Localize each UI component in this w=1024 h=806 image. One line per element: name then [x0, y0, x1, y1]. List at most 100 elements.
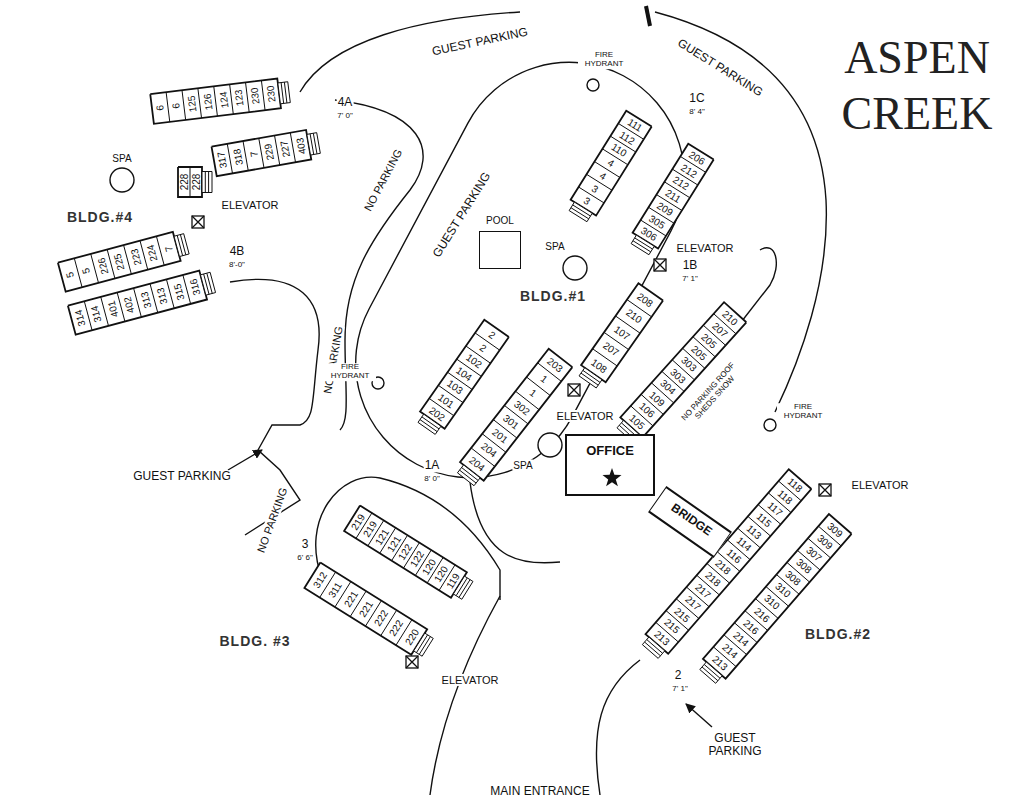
unit-number: 104 [454, 365, 474, 384]
unit-number: 228 [179, 174, 190, 191]
stair-block [174, 234, 189, 257]
unit-number: 203 [545, 356, 565, 375]
stair-step [459, 580, 470, 598]
stair-step [645, 642, 661, 656]
fire-hydrant [764, 419, 776, 431]
unit-number: 314 [89, 304, 104, 323]
unit-number: 107 [612, 323, 632, 342]
clearance-label: 1B [682, 259, 699, 272]
stair-step [460, 470, 477, 483]
pointer-arrow [228, 450, 262, 470]
unit-number: 315 [171, 282, 186, 301]
road-edge [430, 596, 500, 795]
unit-number: 6 [170, 103, 182, 110]
stair-step [420, 420, 437, 432]
unit-number: 7 [248, 151, 260, 158]
clearance-height: 7' 1" [671, 685, 689, 694]
clearance-height: 7' 1" [681, 275, 699, 284]
unit-number: 4 [598, 170, 609, 182]
elevator-box [406, 656, 418, 668]
unit-divider [246, 82, 250, 112]
unit-divider [261, 80, 265, 110]
unit-number: 222 [372, 608, 390, 628]
pointer-arrow [686, 704, 712, 727]
unit-number: 4 [606, 157, 617, 169]
clearance-height: 8' 0" [423, 475, 441, 484]
spa-label: SPA [512, 460, 533, 471]
spa-circle [110, 168, 134, 192]
hydrant-label: FIRE HYDRANT [578, 51, 630, 69]
stair-block [569, 202, 592, 222]
stair-block [278, 82, 290, 104]
spa-label: SPA [111, 153, 132, 164]
elevator-symbol [654, 259, 666, 271]
roads [230, 12, 826, 795]
fire-hydrant [587, 79, 599, 91]
unit-number: 313 [155, 287, 170, 306]
office-label: OFFICE [586, 443, 634, 459]
elevator-label: ELEVATOR [556, 410, 615, 422]
road-edge [470, 482, 560, 563]
stair-step [702, 667, 718, 681]
stair-step [581, 373, 598, 385]
unit-number: 208 [635, 291, 655, 310]
unit-divider [243, 141, 248, 171]
unit-number: 213 [710, 653, 730, 672]
stair-block [200, 272, 215, 295]
office-box: OFFICE [565, 434, 655, 496]
stair-block [202, 172, 212, 193]
unit-number: 402 [122, 295, 137, 314]
building-outline [68, 271, 207, 335]
unit-number: 224 [145, 244, 160, 263]
bridge-label: BRIDGE [666, 497, 717, 542]
elevator-cross [192, 216, 204, 228]
building-label: BLDG.#2 [804, 627, 872, 642]
unit-number: 223 [128, 248, 143, 267]
elevator-cross [819, 484, 831, 496]
stair-step [208, 172, 209, 193]
unit-number: 225 [112, 252, 127, 271]
office-star [603, 468, 622, 486]
unit-number: 210 [624, 307, 644, 326]
unit-divider [166, 92, 170, 122]
wall-mark [646, 6, 650, 26]
unit-number: 318 [231, 148, 245, 166]
unit-number: 222 [387, 618, 405, 638]
unit-number: 221 [341, 589, 359, 609]
building-outline [581, 283, 663, 382]
pool-label: POOL [485, 215, 515, 227]
unit-number: 301 [501, 412, 521, 431]
bridge-band: BRIDGE [648, 486, 732, 558]
building-units [58, 78, 852, 683]
unit-number: 216 [752, 605, 772, 624]
building-outline [420, 320, 509, 429]
clearance-height: 6' 6" [296, 554, 314, 563]
parking-label: GUEST PARKING [699, 732, 771, 758]
clearance-label: 1A [424, 459, 441, 472]
unit-number: 3 [590, 182, 601, 194]
unit-number: 1 [538, 373, 549, 385]
clearance-height: 7' 0" [336, 112, 354, 121]
parking-label: GUEST PARKING [132, 470, 232, 483]
unit-number: 102 [464, 352, 484, 371]
unit-number: 311 [326, 580, 344, 599]
building-label: BLDG. #3 [218, 634, 291, 649]
unit-number: 314 [73, 309, 88, 328]
clearance-label: 2 [674, 669, 683, 682]
no-parking-label: NO PARKING [321, 324, 345, 395]
stair-block [307, 133, 320, 155]
elevator-symbol [406, 656, 418, 668]
unit-number: 228 [191, 174, 202, 191]
stair-step [284, 82, 287, 103]
no-parking-label: NO PARKING [254, 485, 289, 555]
elevator-label: ELEVATOR [221, 199, 280, 211]
unit-number: 226 [95, 257, 110, 276]
elevator-cross [654, 259, 666, 271]
elevator-label: ELEVATOR [676, 242, 735, 254]
unit-number: 312 [311, 570, 329, 590]
unit-number: 202 [427, 404, 447, 423]
elevator-box [819, 484, 831, 496]
unit-number: 108 [589, 356, 609, 375]
unit-number: 2 [477, 342, 488, 354]
